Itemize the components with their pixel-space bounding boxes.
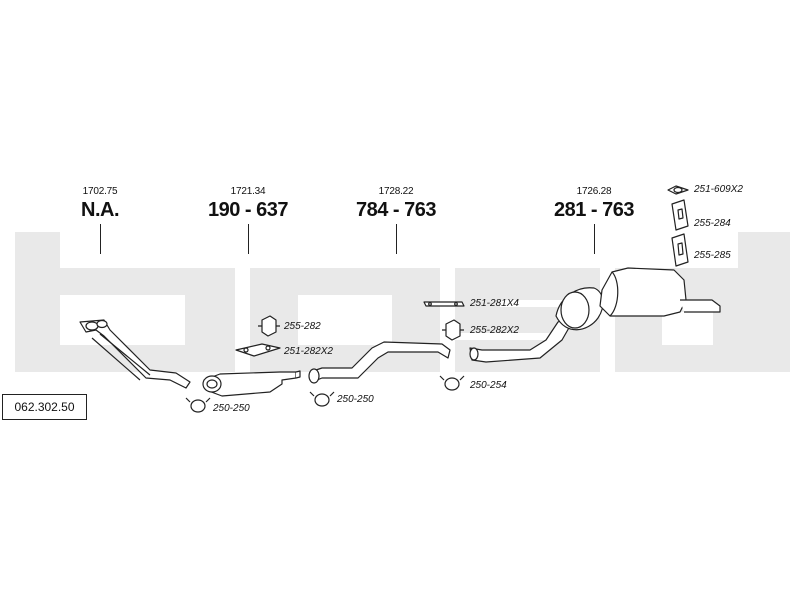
front-pipe [79, 319, 191, 389]
part-label: 251-609X2 [694, 184, 743, 195]
leader-line [594, 224, 595, 254]
callout-ref: 1728.22 [378, 186, 414, 197]
part-label: 255-282X2 [470, 325, 519, 336]
callout-part-number: 190 - 637 [207, 199, 289, 221]
watermark-letter-l [738, 232, 790, 372]
rear-silencer-assembly [469, 267, 721, 363]
watermark-letter-b [15, 232, 235, 372]
bosal-watermark [15, 232, 790, 372]
leader-line [248, 224, 249, 254]
leader-line [100, 224, 101, 254]
middle-pipe [308, 341, 451, 384]
part-label: 255-284 [694, 218, 731, 229]
part-label: 251-281X4 [470, 298, 519, 309]
callout-part-number: 784 - 763 [355, 199, 437, 221]
bracket-icon [671, 233, 689, 267]
leader-line [396, 224, 397, 254]
clamp-icon [439, 375, 465, 391]
flange-gasket-icon [235, 343, 281, 357]
part-label: 250-254 [470, 380, 507, 391]
strap-icon [423, 301, 465, 307]
part-label: 255-285 [694, 250, 731, 261]
rubber-mount-icon [442, 319, 464, 341]
part-label: 251-282X2 [284, 346, 333, 357]
watermark-letter-o [250, 268, 440, 372]
watermark-letter-s [455, 268, 600, 372]
part-label: 255-282 [284, 321, 321, 332]
rubber-mount-icon [258, 315, 280, 337]
callout-ref: 1721.34 [230, 186, 266, 197]
part-label: 250-250 [213, 403, 250, 414]
diagram-code: 062.302.50 [2, 394, 87, 420]
callout-part-number: 281 - 763 [553, 199, 635, 221]
callout-part-number: N.A. [81, 199, 120, 221]
ring-gasket-icon [667, 185, 689, 195]
callout-ref: 1702.75 [82, 186, 118, 197]
clamp-icon [309, 391, 335, 407]
callout-ref: 1726.28 [576, 186, 612, 197]
bracket-icon [671, 199, 689, 231]
front-silencer [202, 370, 301, 397]
clamp-icon [185, 397, 211, 413]
part-label: 250-250 [337, 394, 374, 405]
